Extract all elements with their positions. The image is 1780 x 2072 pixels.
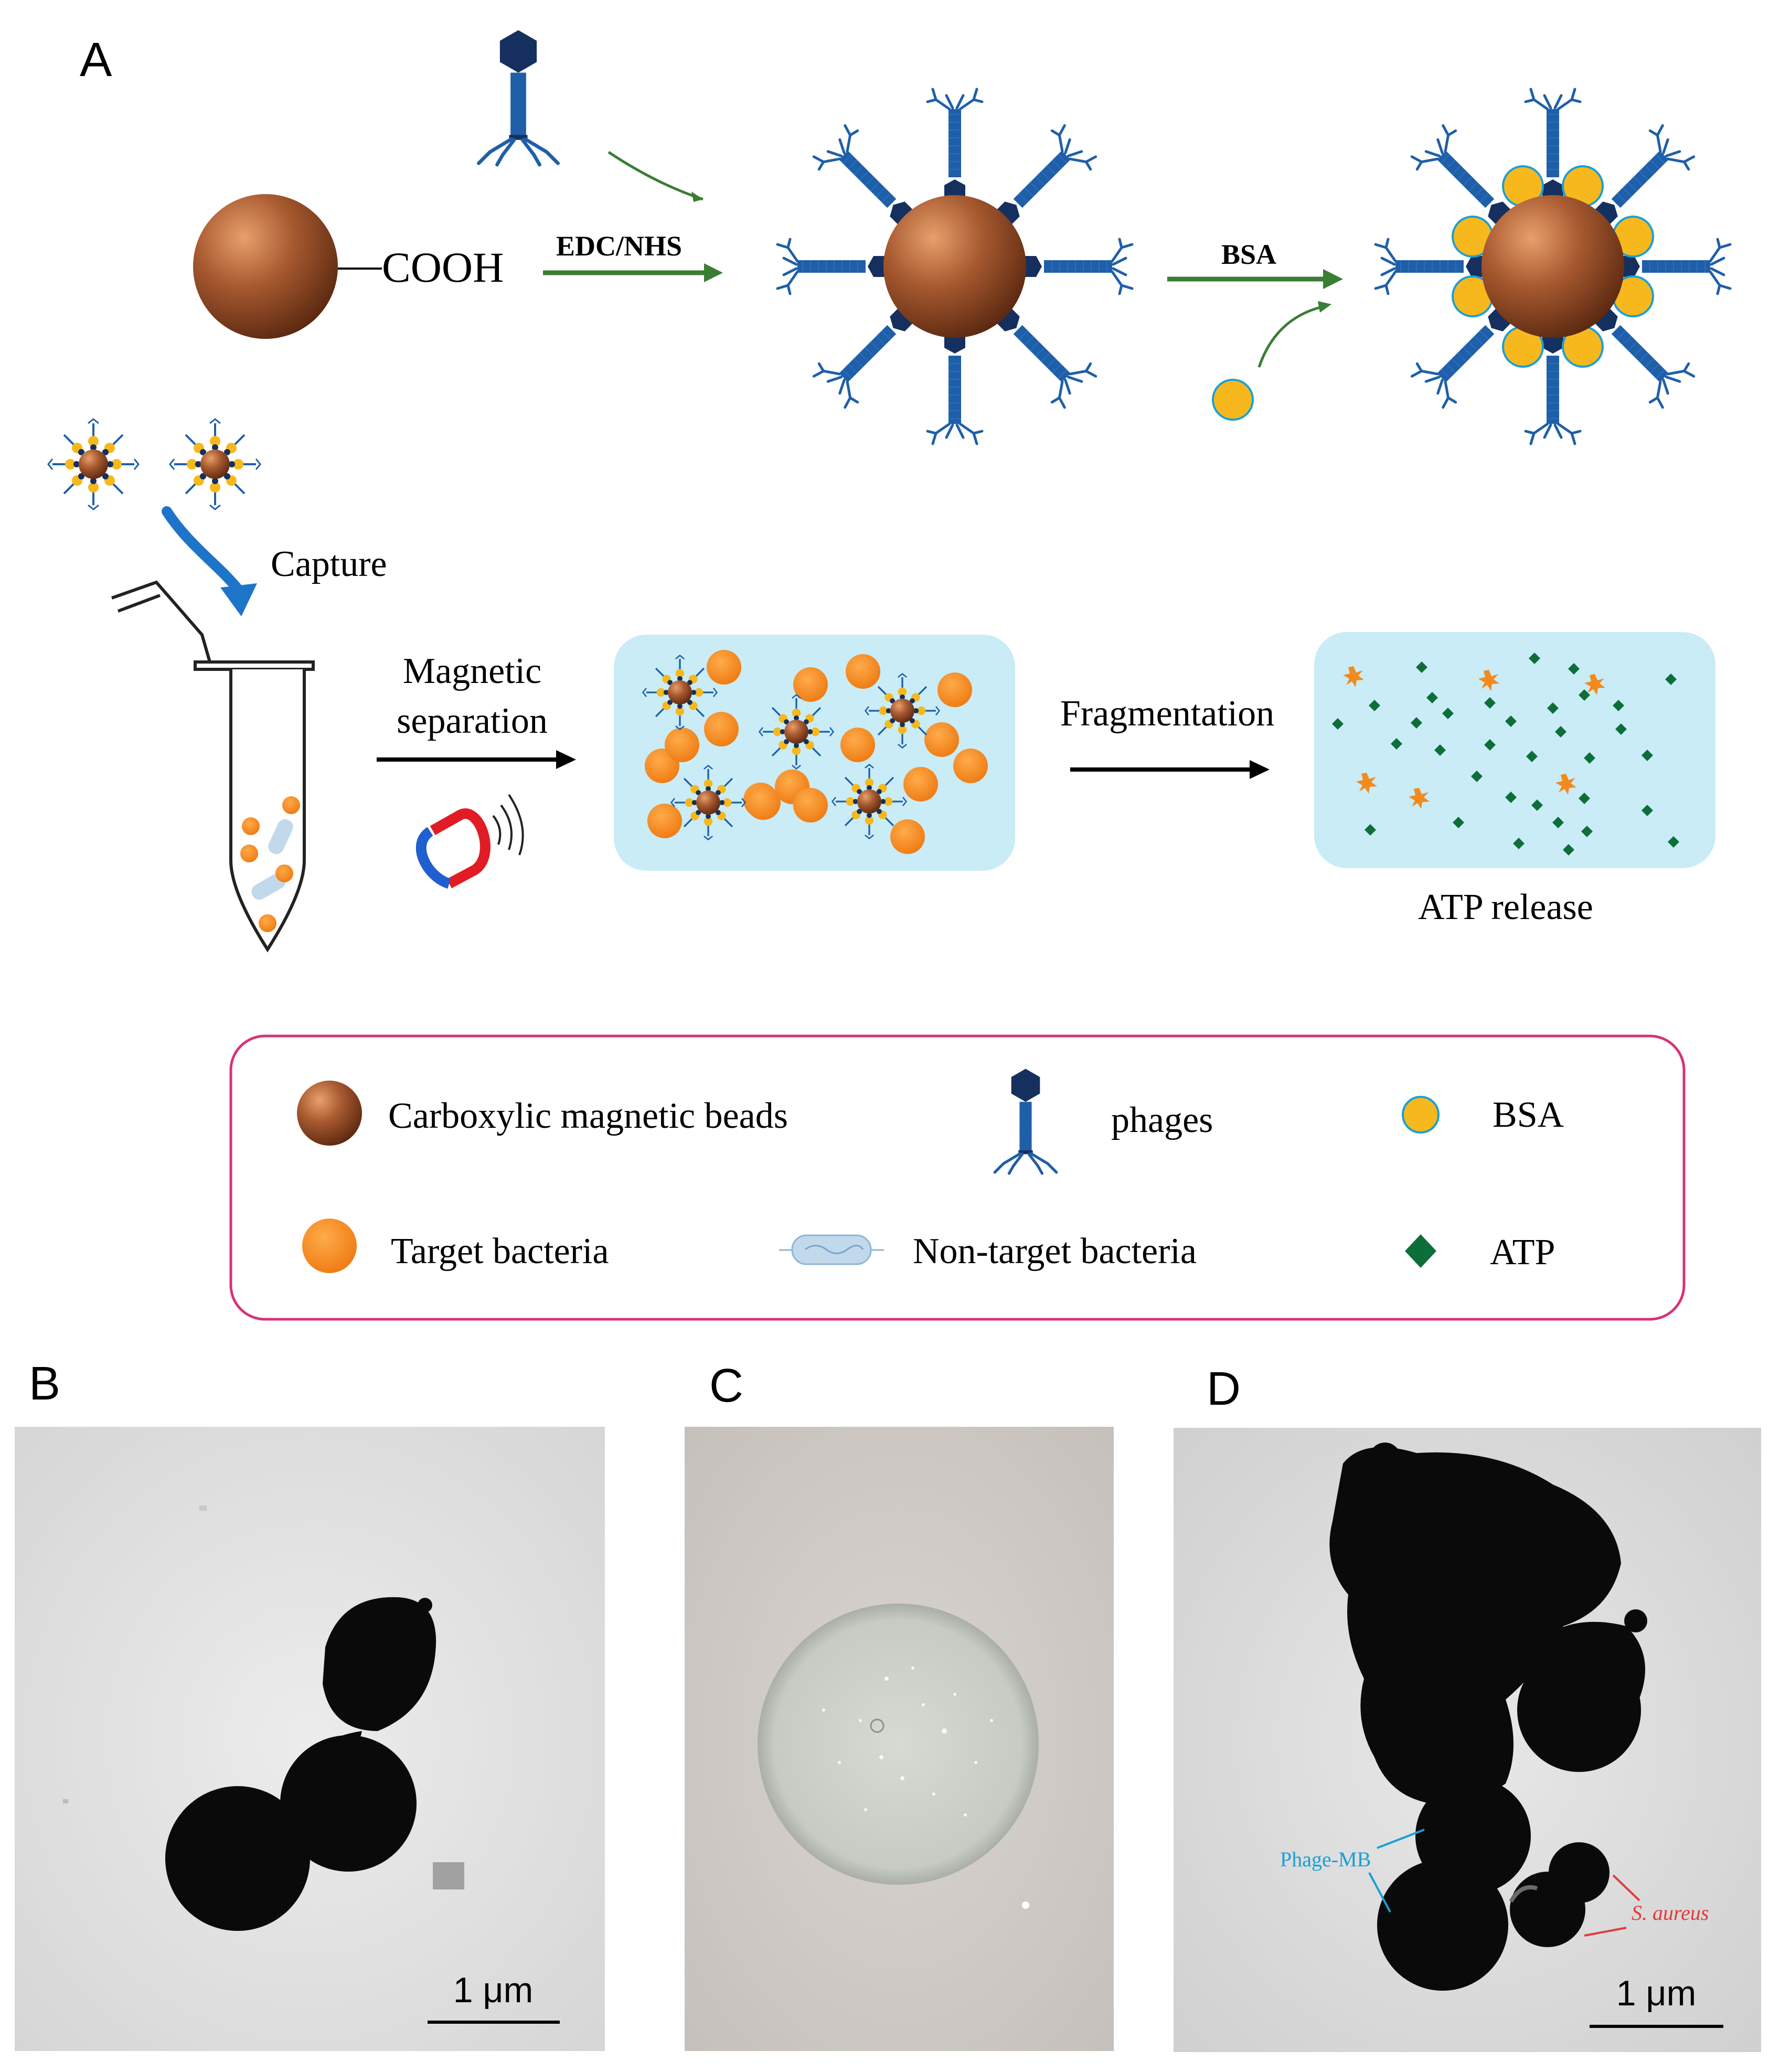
bsa-icon [1402, 1096, 1440, 1134]
non-target-bacteria-icon [779, 1234, 884, 1265]
scale-label-b: 1 μm [453, 1970, 534, 2010]
curved-arrow [607, 151, 704, 201]
bsa-step-label: BSA [1221, 239, 1276, 270]
micrograph-b: 1 μm [15, 1427, 605, 2051]
phage-icon [478, 30, 558, 165]
capture-arrowhead [220, 583, 257, 616]
magnetic-label-line2: separation [397, 701, 548, 741]
phage-bead-conjugate [777, 89, 1132, 444]
panel-label-c: C [709, 1360, 743, 1412]
phage-mb-pointer-1 [1377, 1829, 1425, 1849]
panel-label-d: D [1207, 1363, 1241, 1415]
curved-arrowhead [691, 191, 703, 202]
micrograph-d: Phage-MB S. aureus 1 μm [1174, 1428, 1761, 2052]
bsa-curved-arrow [1257, 305, 1323, 368]
carboxylic-bead [193, 194, 338, 339]
s-aureus-pointer-1 [1612, 1874, 1640, 1902]
phage-mb-pointer-2 [1368, 1872, 1391, 1913]
atp-panel [1314, 632, 1715, 868]
bsa-arrowhead [1323, 269, 1343, 289]
s-aureus-pointer-2 [1584, 1927, 1627, 1937]
magnetic-label-line1: Magnetic [403, 651, 541, 691]
atp-icon [1405, 1234, 1436, 1268]
phage-mb-label: Phage-MB [1280, 1847, 1371, 1871]
target-bacteria-icon [302, 1219, 357, 1273]
legend-box [229, 1034, 1686, 1321]
panel-label-b: B [29, 1358, 60, 1410]
magnetic-arrowhead [556, 750, 576, 769]
micrograph-c [685, 1427, 1114, 2051]
legend-label-beads: Carboxylic magnetic beads [388, 1096, 788, 1136]
panel-label-a: A [80, 33, 112, 87]
legend-label-target: Target bacteria [391, 1231, 609, 1272]
phage-bsa-bead [1376, 89, 1730, 444]
cooh-label: COOH [382, 243, 504, 291]
fragmentation-label: Fragmentation [1060, 693, 1274, 734]
legend-label-bsa: BSA [1493, 1095, 1564, 1135]
bsa-curved-arrowhead [1318, 301, 1331, 313]
capture-label: Capture [271, 544, 387, 584]
legend: Carboxylic magnetic beads phages BSA Tar… [297, 1069, 1564, 1273]
magnetic-bead-icon [297, 1081, 362, 1146]
s-aureus-label: S. aureus [1632, 1901, 1709, 1925]
scale-label-d: 1 μm [1616, 1973, 1697, 2013]
atp-release-label: ATP release [1418, 887, 1593, 927]
captured-complexes [642, 650, 988, 854]
legend-label-phages: phages [1111, 1100, 1213, 1140]
bsa-molecule [1212, 379, 1254, 421]
capture-beads [47, 418, 261, 510]
edc-nhs-label: EDC/NHS [556, 230, 682, 262]
edc-arrowhead [704, 263, 723, 282]
magnet-icon [415, 794, 524, 889]
capture-arrow [162, 506, 244, 595]
legend-label-atp: ATP [1490, 1232, 1555, 1273]
sample-tube [111, 580, 315, 953]
fragmentation-arrowhead [1250, 760, 1270, 779]
legend-label-nontarget: Non-target bacteria [913, 1231, 1197, 1272]
